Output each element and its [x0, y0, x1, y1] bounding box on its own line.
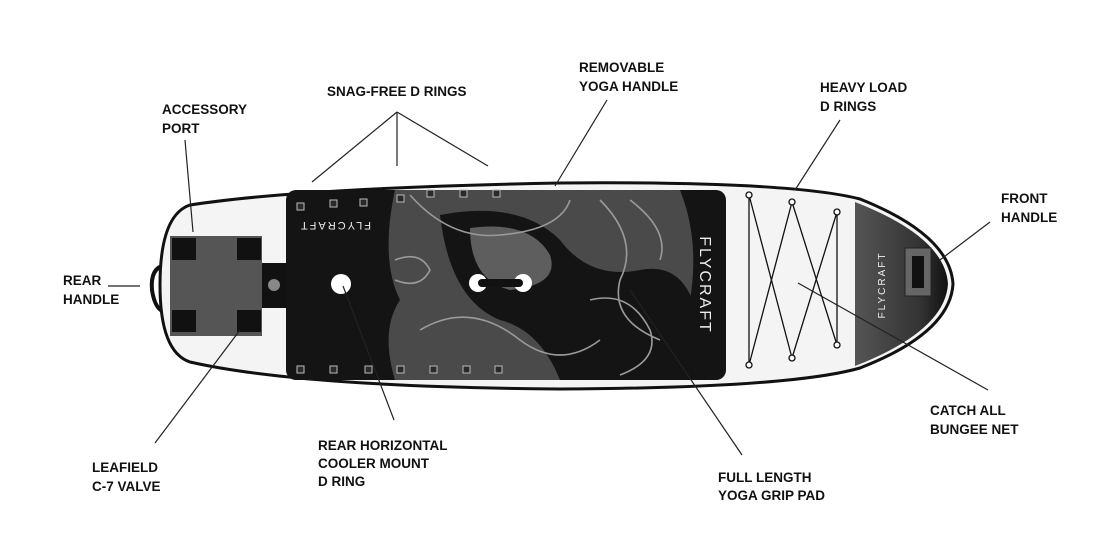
tail-pad — [170, 236, 286, 336]
cooler-mount-d-ring — [331, 274, 351, 294]
yoga-handle — [478, 279, 523, 287]
deck-logo-rear: FLYCRAFT — [299, 219, 371, 231]
label-snag-free-d-rings: SNAG-FREE D RINGS — [327, 84, 467, 99]
bungee-net — [745, 191, 841, 369]
leader-lines — [108, 99, 991, 456]
d-rings — [296, 189, 503, 374]
paddle-board: FLYCRAFT — [149, 181, 955, 391]
deck-grip-pad: FLYCRAFT FLYCRAFT — [286, 189, 726, 380]
nose-logo: FLYCRAFT — [877, 252, 888, 319]
deck-logo-front: FLYCRAFT — [696, 236, 713, 333]
valve-icon — [268, 279, 280, 291]
nose-pad — [855, 202, 948, 366]
